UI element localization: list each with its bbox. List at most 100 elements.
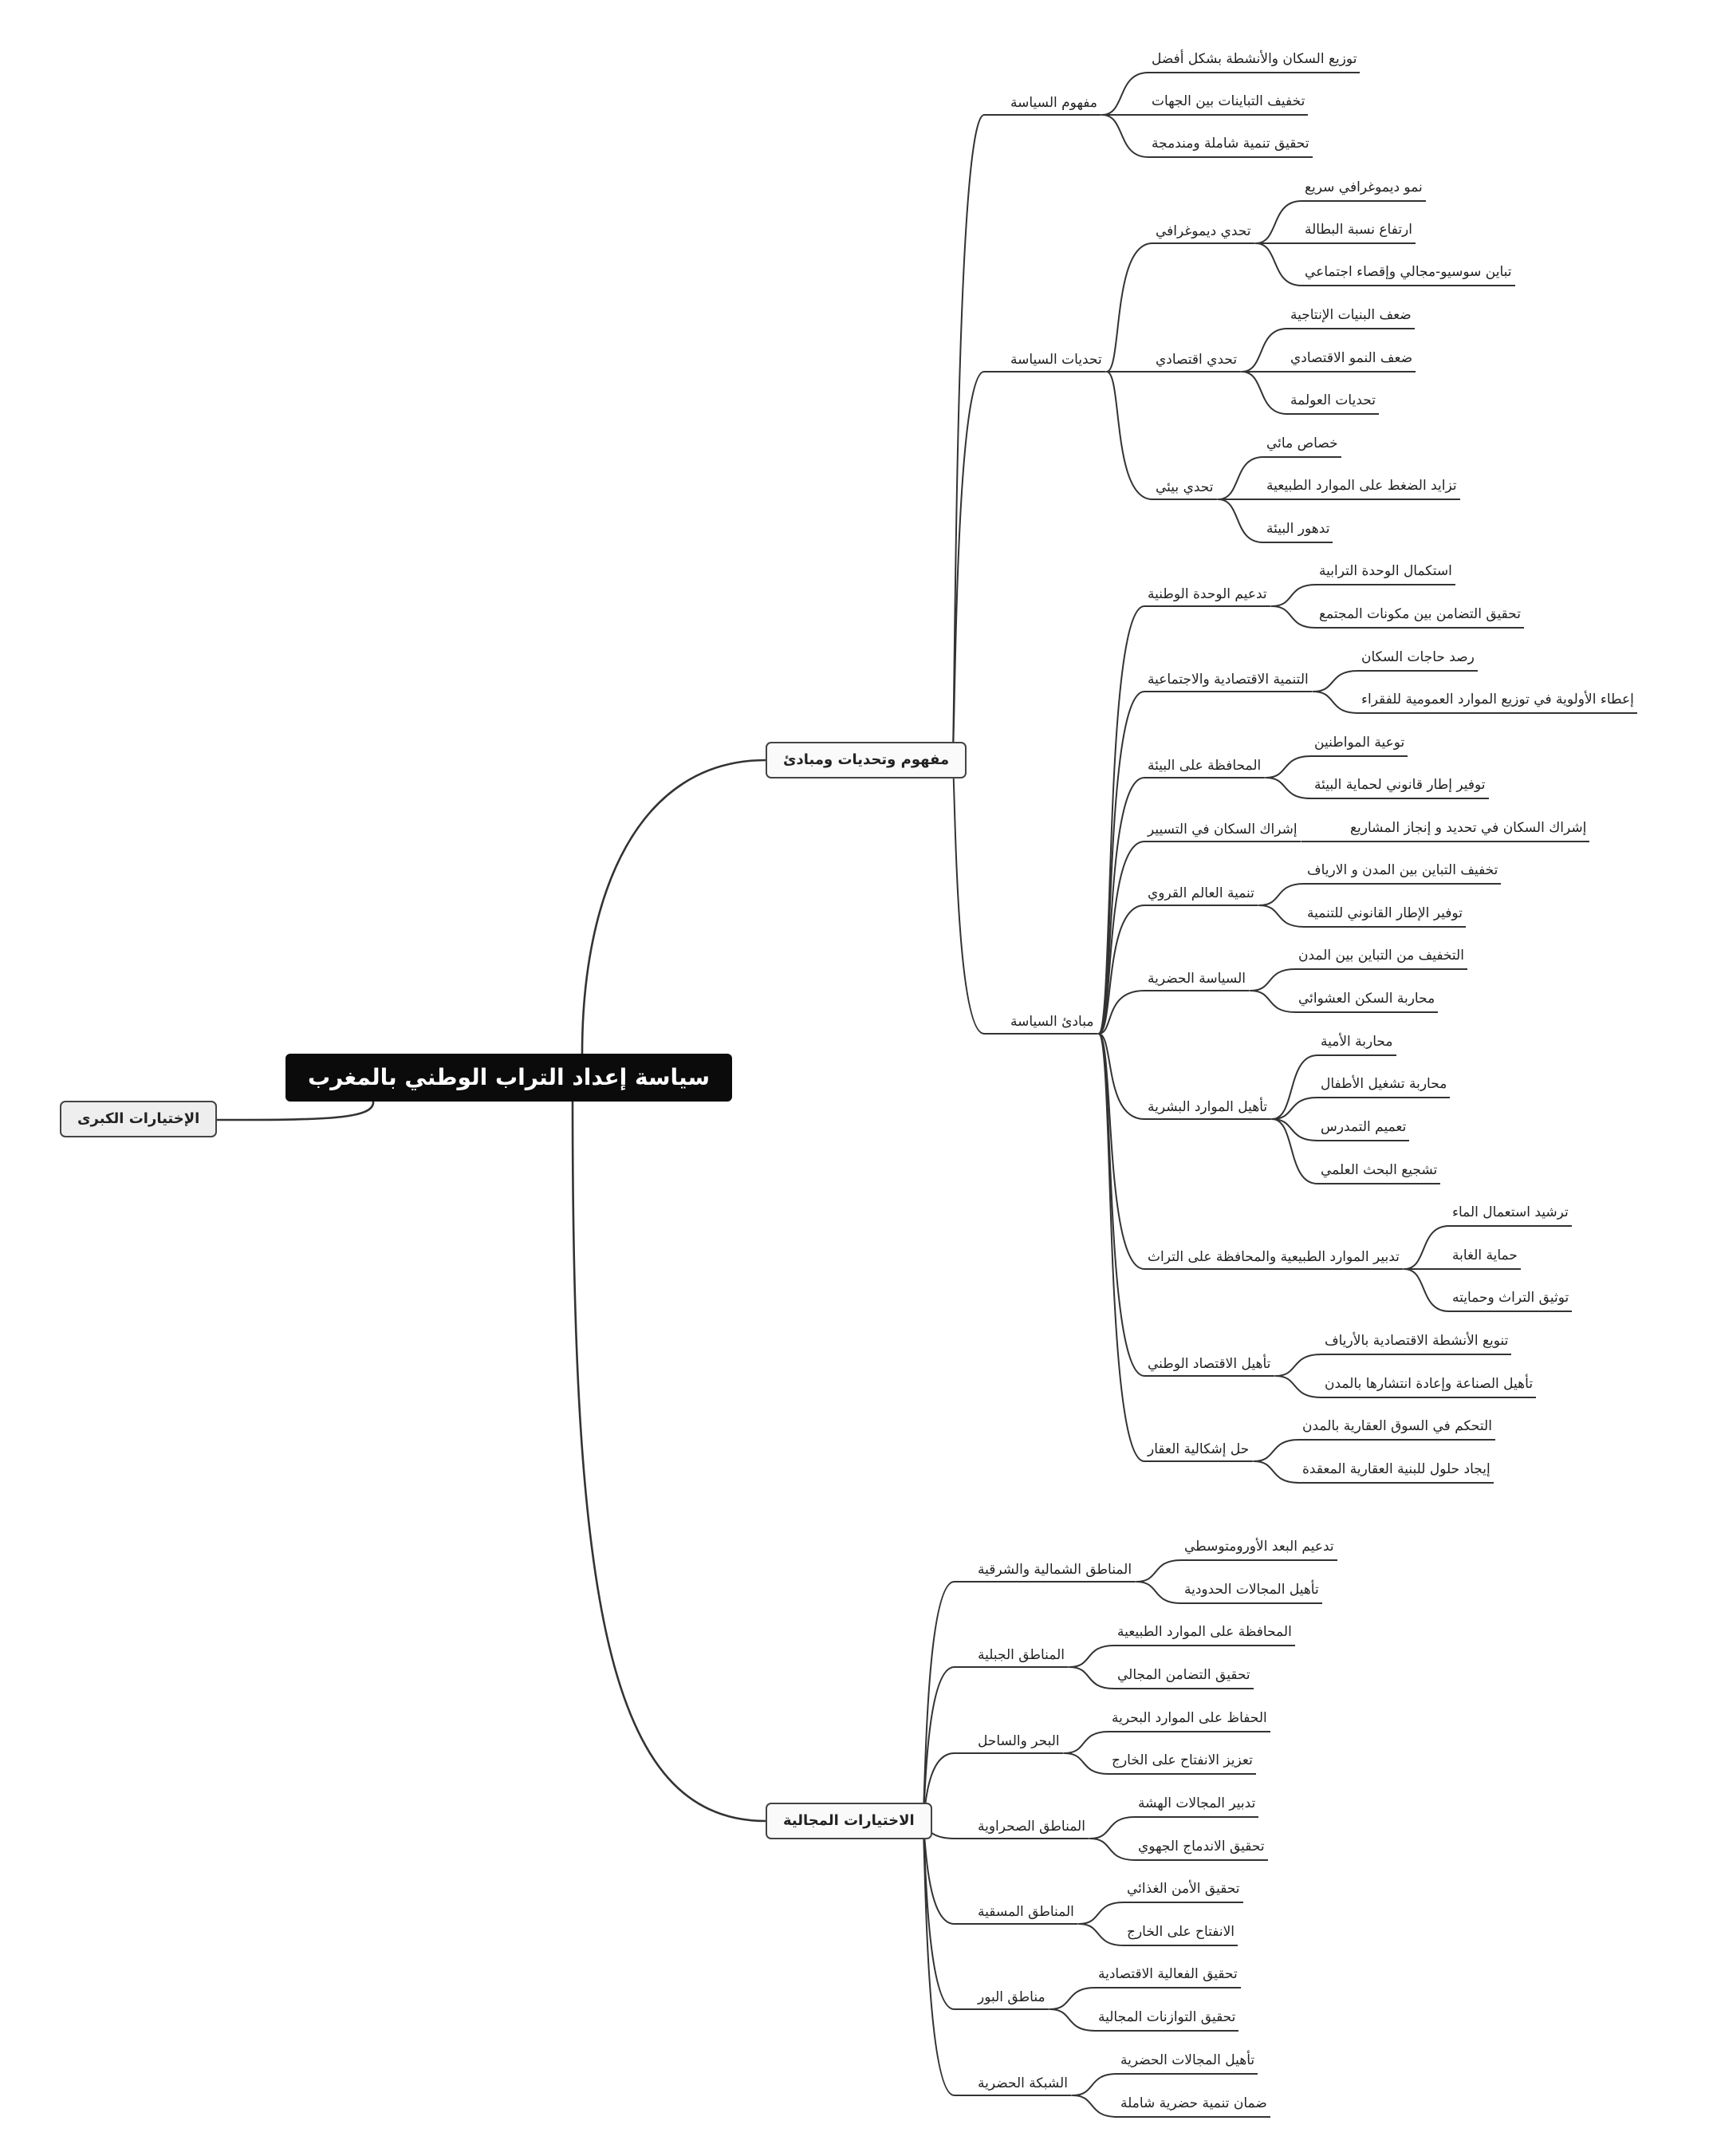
leaf[interactable]: ضمان تنمية حضرية شاملة [1117,2095,1270,2118]
connector-root-branch1 [571,1100,767,1823]
leaf[interactable]: نمو ديموغرافي سريع [1301,179,1426,202]
leaf[interactable]: الانفتاح على الخارج [1124,1923,1238,1946]
connector-to-leaf [1258,905,1305,928]
leaf[interactable]: توعية المواطنين [1311,734,1408,757]
subtopic[interactable]: تنمية العالم القروي [1148,885,1254,901]
subtopic[interactable]: السياسة الحضرية [1148,971,1246,987]
connector-to-leaf [1217,456,1264,500]
leaf[interactable]: تدعيم البعد الأورومتوسطي [1181,1538,1337,1561]
connector-to-leaf [1270,584,1317,607]
subtopic[interactable]: تحدي بيئي [1156,479,1214,495]
subtopic[interactable]: تحدي ديموغرافي [1156,223,1251,239]
subtopic[interactable]: تدعيم الوحدة الوطنية [1148,586,1267,602]
leaf[interactable]: تحقيق الفعالية الاقتصادية [1095,1965,1241,1988]
leaf[interactable]: إعطاء الأولوية في توزيع الموارد العمومية… [1358,691,1637,714]
leaf[interactable]: رصد حاجات السكان [1358,648,1478,672]
leaf[interactable]: تنويع الأنشطة الاقتصادية بالأرياف [1321,1332,1512,1355]
leaf[interactable]: تزايد الضغط على الموارد الطبيعية [1263,477,1460,500]
leaf[interactable]: محاربة السكن العشوائي [1295,990,1439,1013]
branch0-topic-0[interactable]: مفهوم السياسة [1010,95,1097,111]
leaf[interactable]: تحقيق تنمية شاملة ومندمجة [1148,135,1313,158]
connector-to-leaf [1403,1268,1450,1312]
connector-root-left [216,1100,375,1121]
connector-to-leaf [1136,1581,1182,1604]
root-node[interactable]: سياسة إعداد التراب الوطني بالمغرب [285,1054,733,1102]
leaf[interactable]: توفير الإطار القانوني للتنمية [1304,905,1466,928]
leaf[interactable]: تخفيف التباينات بين الجهات [1148,93,1309,116]
leaf[interactable]: تأهيل المجالات الحضرية [1117,2052,1258,2075]
leaf[interactable]: تدهور البيئة [1263,520,1333,543]
connector-to-leaf [1254,200,1302,244]
leaf[interactable]: ضعف النمو الاقتصادي [1287,349,1416,372]
connector-topic-subtopic [1097,1033,1275,1377]
leaf[interactable]: تعزيز الانفتاح على الخارج [1108,1752,1256,1775]
leaf[interactable]: استكمال الوحدة الترابية [1316,562,1455,585]
connector-to-leaf [1077,1902,1124,1925]
connector-to-leaf [1312,670,1359,692]
branch1-region-3[interactable]: المناطق الصحراوية [978,1819,1085,1835]
branch1-region-2[interactable]: البحر والساحل [978,1733,1060,1749]
leaf[interactable]: التخفيف من التباين بين المدن [1295,947,1467,970]
leaf[interactable]: توزيع السكان والأنشطة بشكل أفضل [1148,50,1361,73]
subtopic[interactable]: تأهيل الاقتصاد الوطني [1148,1356,1271,1372]
leaf[interactable]: تحقيق التضامن المجالي [1114,1666,1254,1689]
connector-to-leaf [1071,2073,1118,2096]
connector-to-leaf [1271,1118,1318,1141]
leaf[interactable]: تعميم التمدرس [1317,1118,1410,1141]
branch-spatial-choices[interactable]: الاختيارات المجالية [766,1803,932,1839]
leaf[interactable]: محاربة الأمية [1317,1033,1396,1056]
branch1-region-0[interactable]: المناطق الشمالية والشرقية [978,1562,1132,1578]
connector-to-leaf [1271,1097,1318,1120]
branch1-region-1[interactable]: المناطق الجبلية [978,1647,1065,1663]
leaf[interactable]: تحقيق التضامن بين مكونات المجتمع [1316,605,1524,629]
connector-to-leaf [1258,883,1305,906]
subtopic[interactable]: التنمية الاقتصادية والاجتماعية [1148,672,1309,688]
leaf[interactable]: إشراك السكان في تحديد و إنجاز المشاريع [1347,819,1590,842]
connector-branch-topic [921,1820,1072,2096]
leaf[interactable]: تدبير المجالات الهشة [1135,1795,1259,1818]
leaf[interactable]: تحقيق التوازنات المجالية [1095,2008,1239,2032]
leaf[interactable]: تأهيل الصناعة وإعادة انتشارها بالمدن [1321,1375,1537,1398]
leaf[interactable]: محاربة تشغيل الأطفال [1317,1075,1451,1098]
connector-to-leaf [1136,1559,1182,1583]
leaf[interactable]: تحقيق الأمن الغذائي [1124,1880,1243,1903]
leaf[interactable]: توفير إطار قانوني لحماية البيئة [1311,776,1489,799]
leaf[interactable]: ضعف البنيات الإنتاجية [1287,306,1415,329]
branch-concept-challenges-principles[interactable]: مفهوم وتحديات ومبادئ [766,742,967,778]
leaf[interactable]: الحفاظ على الموارد البحرية [1108,1709,1270,1732]
leaf[interactable]: خصاص مائي [1263,435,1341,458]
leaf[interactable]: تحقيق الاندماج الجهوي [1135,1838,1268,1861]
leaf[interactable]: تأهيل المجالات الحدودية [1181,1581,1322,1604]
leaf[interactable]: المحافظة على الموارد الطبيعية [1114,1623,1295,1646]
branch1-region-5[interactable]: مناطق البور [978,1989,1045,2005]
connector-to-leaf [1270,605,1317,629]
connector-to-leaf [1274,1354,1322,1377]
subtopic[interactable]: إشراك السكان في التسيير [1148,822,1298,838]
branch-major-choices[interactable]: الإختيارات الكبرى [60,1101,218,1137]
leaf[interactable]: حماية الغابة [1449,1247,1521,1270]
leaf[interactable]: ارتفاع نسبة البطالة [1301,221,1416,244]
leaf[interactable]: ترشيد استعمال الماء [1449,1204,1572,1227]
connector-branch-topic [951,114,1101,761]
connector-to-leaf [1241,328,1288,372]
leaf[interactable]: تشجيع البحث العلمي [1317,1161,1441,1184]
leaf[interactable]: تخفيف التباين بين المدن و الارياف [1304,861,1502,885]
leaf[interactable]: تحديات العولمة [1287,392,1379,415]
leaf[interactable]: توثيق التراث وحمايته [1449,1289,1573,1312]
subtopic[interactable]: تحدي اقتصادي [1156,352,1238,368]
branch0-topic-1[interactable]: تحديات السياسة [1010,352,1102,368]
connector-root-branch0 [581,759,767,1055]
leaf[interactable]: تباين سوسيو-مجالي وإقصاء اجتماعي [1301,263,1515,286]
subtopic[interactable]: تأهيل الموارد البشرية [1148,1099,1268,1115]
subtopic[interactable]: تدبير الموارد الطبيعية والمحافظة على الت… [1148,1249,1400,1265]
branch1-region-6[interactable]: الشبكة الحضرية [978,2075,1068,2091]
branch0-topic-2[interactable]: مبادئ السياسة [1010,1014,1094,1030]
leaf[interactable]: التحكم في السوق العقارية بالمدن [1299,1417,1495,1441]
subtopic[interactable]: المحافظة على البيئة [1148,758,1262,774]
connector-branch-topic [921,1581,1136,1822]
connector-to-leaf [1049,2008,1096,2032]
branch1-region-4[interactable]: المناطق المسقية [978,1904,1074,1920]
subtopic[interactable]: حل إشكالية العقار [1148,1441,1250,1457]
leaf[interactable]: إيجاد حلول للبنية العقارية المعقدة [1299,1460,1494,1484]
connector-to-leaf [1069,1645,1115,1668]
